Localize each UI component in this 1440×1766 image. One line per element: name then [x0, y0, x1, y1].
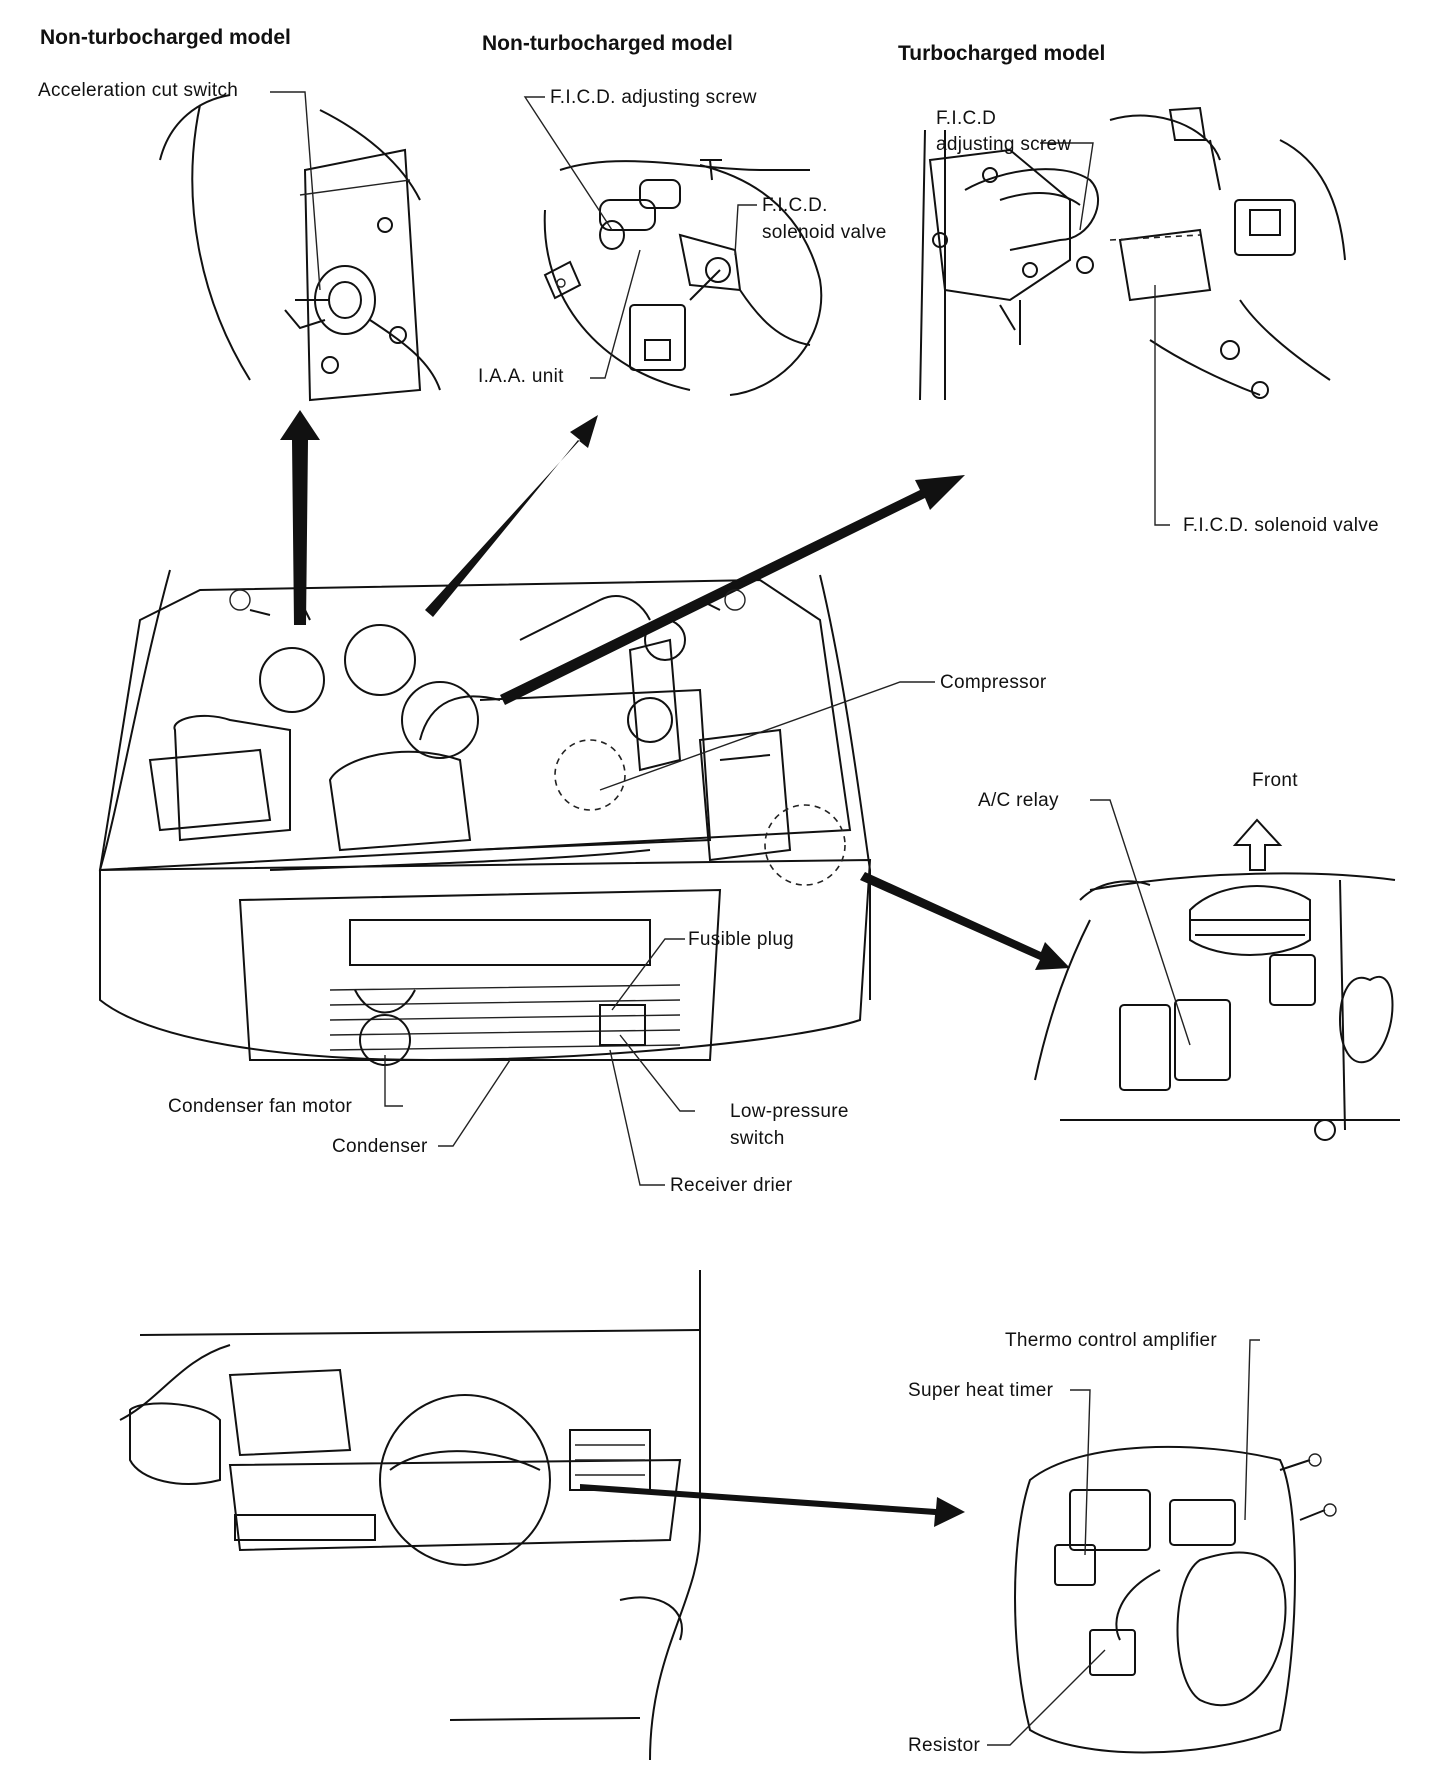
ac-relay-illustration: [1034, 818, 1400, 1141]
label-thermo-control-amplifier: Thermo control amplifier: [1005, 1330, 1218, 1351]
label-ficd-solenoid-valve-t: F.I.C.D. solenoid valve: [1183, 515, 1379, 536]
label-low-pressure-switch-2: switch: [730, 1128, 785, 1149]
heading-ficd-non-turbo-panel: Non-turbocharged model: [482, 32, 733, 55]
label-fusible-plug: Fusible plug: [688, 929, 795, 950]
label-ficd-adjusting-screw-nt: F.I.C.D. adjusting screw: [550, 87, 757, 108]
label-compressor: Compressor: [940, 672, 1047, 693]
engine-bay-illustration: [98, 569, 872, 1066]
heading-ficd-turbo-panel: Turbocharged model: [898, 42, 1106, 65]
label-ficd-adjusting-screw-t-2: adjusting screw: [936, 134, 1072, 155]
leader-lines: [270, 91, 1260, 1746]
label-iaa-unit: I.A.A. unit: [478, 366, 564, 387]
heater-unit-illustration: [1014, 1445, 1337, 1754]
label-ficd-solenoid-valve-nt-1: F.I.C.D.: [762, 195, 828, 216]
label-super-heat-timer: Super heat timer: [908, 1380, 1054, 1401]
heading-accel-cut-switch-panel: Non-turbocharged model: [40, 26, 291, 49]
label-ficd-solenoid-valve-nt-2: solenoid valve: [762, 222, 887, 243]
ficd-non-turbo-illustration: [543, 159, 823, 396]
callout-arrows: [280, 410, 1070, 1527]
label-condenser: Condenser: [332, 1136, 428, 1157]
accel-cut-switch-illustration: [159, 94, 441, 402]
label-acceleration-cut-switch: Acceleration cut switch: [38, 80, 239, 101]
label-condenser-fan-motor: Condenser fan motor: [168, 1096, 353, 1117]
label-ficd-adjusting-screw-t-1: F.I.C.D: [936, 108, 997, 129]
label-front: Front: [1252, 770, 1298, 791]
label-resistor: Resistor: [908, 1735, 981, 1756]
dashboard-illustration: [119, 1270, 701, 1761]
label-ac-relay: A/C relay: [978, 790, 1059, 811]
ficd-turbo-illustration: [919, 106, 1346, 401]
label-receiver-drier: Receiver drier: [670, 1175, 793, 1196]
label-low-pressure-switch-1: Low-pressure: [730, 1101, 849, 1122]
